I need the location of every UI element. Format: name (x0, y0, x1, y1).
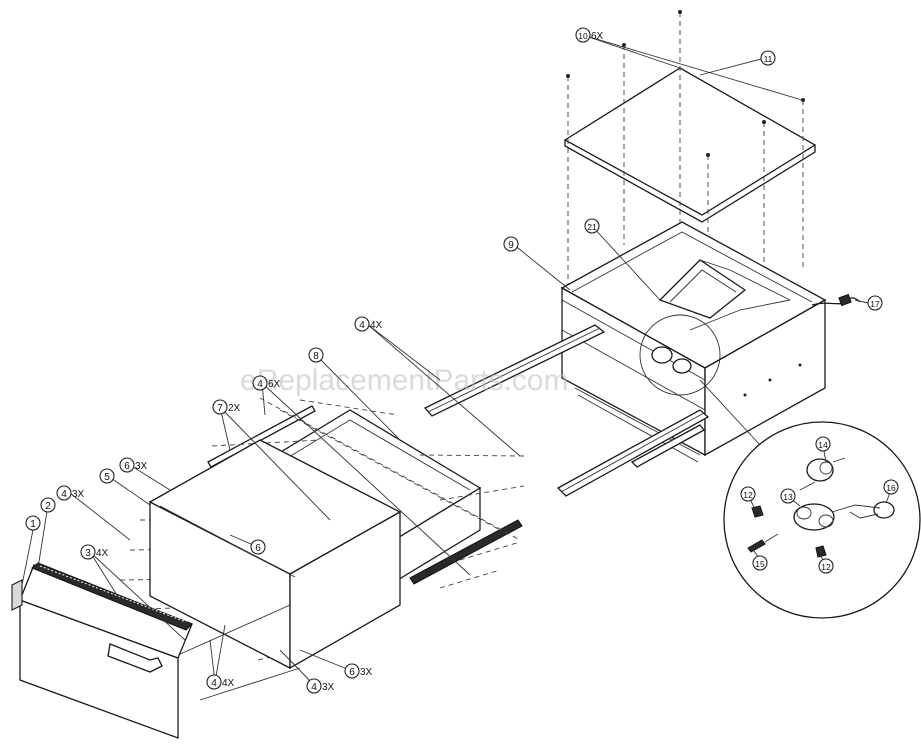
callout-4d-number: 4 (211, 678, 217, 689)
callout-4a-number: 4 (61, 489, 67, 500)
callout-4-3x-top: 4 3X (56, 485, 85, 501)
callout-13: 13 (780, 488, 796, 504)
callout-16-number: 16 (886, 483, 896, 493)
callout-16: 16 (883, 479, 899, 495)
callout-4a-qty: 3X (72, 489, 85, 500)
pan-rail-right (409, 519, 523, 585)
top-cover-panel (563, 67, 817, 223)
callout-17-number: 17 (870, 299, 880, 309)
controls-detail-view (723, 421, 921, 619)
callout-7-number: 7 (217, 403, 223, 414)
callout-14: 14 (815, 436, 831, 452)
callout-4b-number: 4 (257, 379, 263, 390)
callout-17: 17 (867, 295, 883, 311)
drawer-side-panels (148, 439, 402, 735)
callout-6-3x-bottom: 6 3X (344, 663, 373, 679)
callout-4b-qty: 6X (268, 379, 281, 390)
callout-7: 7 2X (212, 399, 241, 415)
callout-1: 1 (25, 515, 41, 531)
callout-4e-qty: 3X (322, 682, 335, 693)
drawer-front-panel (11, 562, 193, 739)
callout-6a-qty: 3X (135, 461, 148, 472)
callout-10-number: 10 (578, 31, 588, 41)
callout-12b-number: 12 (821, 562, 831, 572)
callout-3-number: 3 (85, 548, 91, 559)
control-mount-circle (639, 314, 761, 446)
callout-12-bottom: 12 (818, 558, 834, 574)
callout-4-6x: 4 6X (252, 375, 281, 391)
callout-14-number: 14 (818, 440, 828, 450)
callout-4-3x-bottom: 4 3X (306, 678, 335, 694)
callout-12-left: 12 (740, 486, 756, 502)
heating-element (658, 259, 791, 331)
callout-9: 9 (503, 236, 519, 252)
callout-6c-number: 6 (349, 667, 355, 678)
callout-6-middle: 6 (250, 539, 266, 555)
callout-5: 5 (99, 468, 115, 484)
callout-8: 8 (308, 347, 324, 363)
callout-15-number: 15 (755, 559, 765, 569)
callout-5-number: 5 (104, 472, 110, 483)
callout-21: 21 (584, 218, 600, 234)
callout-6c-qty: 3X (360, 667, 373, 678)
callout-8-number: 8 (313, 351, 319, 362)
callout-1-number: 1 (30, 519, 36, 530)
callout-3-qty: 4X (96, 548, 109, 559)
callout-9-number: 9 (508, 240, 514, 251)
drawer-housing (560, 221, 827, 463)
slide-rail-upper (423, 324, 606, 417)
callout-15: 15 (752, 555, 768, 571)
callout-12a-number: 12 (743, 490, 753, 500)
callout-4e-number: 4 (311, 682, 317, 693)
callout-2: 2 (40, 497, 56, 513)
callout-11: 11 (760, 50, 776, 66)
callout-6a-number: 6 (124, 461, 130, 472)
pan-rail-left (207, 405, 316, 468)
callout-4c-qty: 4X (370, 320, 383, 331)
callout-11-number: 11 (764, 54, 773, 64)
callout-4-4x-top: 4 4X (354, 316, 383, 332)
callout-7-qty: 2X (228, 403, 241, 414)
callout-6-3x-top: 6 3X (119, 457, 148, 473)
callout-10-qty: 6X (591, 31, 604, 42)
power-cord (811, 293, 861, 307)
callout-4c-number: 4 (359, 320, 365, 331)
callout-4d-qty: 4X (222, 678, 235, 689)
slide-rail-lower (556, 409, 710, 497)
callout-10: 10 6X (575, 27, 604, 43)
callout-2-number: 2 (45, 501, 51, 512)
callout-3: 3 4X (80, 544, 109, 560)
slide-rail-inner (630, 424, 705, 468)
watermark-text: eReplacementParts.com (240, 364, 568, 397)
callout-13-number: 13 (783, 492, 793, 502)
callout-6b-number: 6 (255, 543, 261, 554)
callout-4-4x-bottom: 4 4X (206, 674, 235, 690)
callout-21-number: 21 (587, 222, 597, 232)
